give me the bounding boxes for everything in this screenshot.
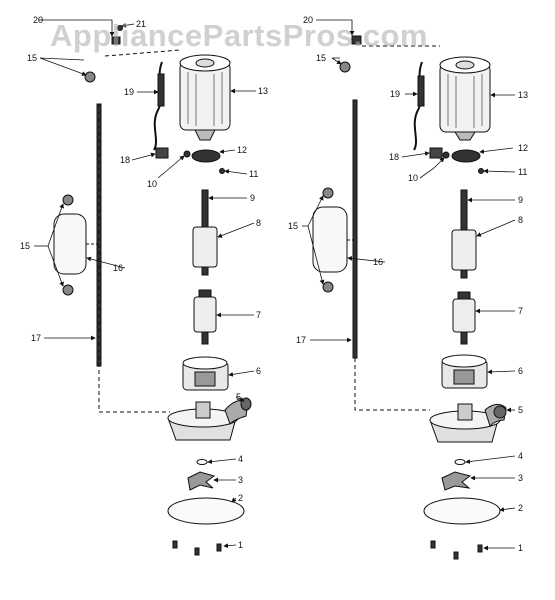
callout-19: 19 [390, 89, 400, 99]
right-clamp-12 [451, 149, 481, 163]
left-motor-13 [179, 54, 231, 141]
right-nut-15-bottom [322, 281, 334, 293]
callout-15b: 15 [20, 241, 30, 251]
leader-lines [34, 19, 516, 551]
callout-17: 17 [31, 333, 41, 343]
callout-15: 15 [316, 53, 326, 63]
watermark: AppliancePartsPros.com [50, 18, 428, 53]
left-callouts: 20 21 15 19 13 12 11 10 18 9 8 15 16 7 1… [20, 15, 268, 550]
right-nut-15 [339, 61, 351, 73]
callout-6: 6 [518, 366, 523, 376]
right-shaft-9 [460, 189, 468, 231]
right-base-2 [423, 497, 501, 525]
left-impeller-3 [187, 471, 216, 491]
right-rotor-8 [451, 229, 477, 271]
callout-12: 12 [518, 143, 528, 153]
callout-13: 13 [258, 86, 268, 96]
right-switch-19 [417, 75, 425, 107]
right-volute-5 [429, 403, 507, 443]
callout-19: 19 [124, 87, 134, 97]
right-sleeve-7 [452, 298, 476, 333]
left-switch-19 [157, 73, 165, 107]
left-volute-5 [167, 397, 252, 441]
right-pump-assembly [312, 35, 507, 560]
right-motor-13 [439, 56, 491, 141]
left-screws-1 [172, 540, 222, 556]
callout-4: 4 [518, 451, 523, 461]
callout-10: 10 [408, 173, 418, 183]
callout-5: 5 [518, 405, 523, 415]
left-pump-assembly [53, 25, 252, 556]
left-rotor-8 [192, 226, 218, 268]
left-part-18 [155, 147, 169, 159]
callout-18: 18 [389, 152, 399, 162]
left-part-10 [183, 150, 191, 158]
right-screws-1 [430, 540, 483, 560]
callout-15b: 15 [288, 221, 298, 231]
left-screw-11 [219, 168, 225, 174]
callout-20: 20 [33, 15, 43, 25]
callout-1: 1 [238, 540, 243, 550]
callout-11: 11 [518, 167, 527, 177]
callout-15: 15 [27, 53, 37, 63]
callout-2: 2 [238, 493, 243, 503]
left-capacitor-16 [53, 213, 87, 275]
callout-7: 7 [256, 310, 261, 320]
callout-3: 3 [238, 475, 243, 485]
callout-13: 13 [518, 90, 528, 100]
callout-9: 9 [518, 195, 523, 205]
left-washer-4 [196, 459, 208, 465]
callout-16: 16 [373, 257, 383, 267]
left-clamp-12 [191, 149, 221, 163]
callout-21: 21 [136, 19, 146, 29]
callout-4: 4 [238, 454, 243, 464]
callout-3: 3 [518, 473, 523, 483]
callout-8: 8 [256, 218, 261, 228]
callout-5: 5 [236, 392, 241, 402]
callout-10: 10 [147, 179, 157, 189]
right-callouts: 20 15 19 13 12 11 18 10 9 8 15 16 7 17 6… [288, 15, 528, 553]
right-rod-17 [352, 99, 358, 359]
right-part-18 [429, 147, 443, 159]
left-nut-15-bottom [62, 284, 74, 296]
callout-16: 16 [113, 263, 123, 273]
callout-17: 17 [296, 335, 306, 345]
callout-9: 9 [250, 193, 255, 203]
left-nut-15 [84, 71, 96, 83]
callout-7: 7 [518, 306, 523, 316]
callout-18: 18 [120, 155, 130, 165]
left-bracket-20 [111, 36, 121, 45]
left-base-2 [167, 497, 245, 525]
left-nut-15-top [62, 194, 74, 206]
right-capacitor-16 [312, 206, 348, 273]
left-sleeve-7 [193, 296, 217, 333]
right-washer-4 [454, 459, 466, 465]
left-rod-17 [96, 103, 102, 367]
right-screw-11 [478, 168, 484, 174]
left-housing-6 [182, 356, 229, 391]
callout-20: 20 [303, 15, 313, 25]
right-part-10 [442, 151, 450, 159]
right-bracket-20 [351, 35, 362, 45]
callout-8: 8 [518, 215, 523, 225]
left-shaft-9 [201, 189, 209, 231]
callout-1: 1 [518, 543, 523, 553]
callout-2: 2 [518, 503, 523, 513]
callout-11: 11 [249, 169, 258, 179]
right-impeller-3 [441, 471, 472, 491]
callout-6: 6 [256, 366, 261, 376]
right-housing-6 [441, 354, 488, 389]
callout-12: 12 [237, 145, 247, 155]
right-nut-15-top [322, 187, 334, 199]
